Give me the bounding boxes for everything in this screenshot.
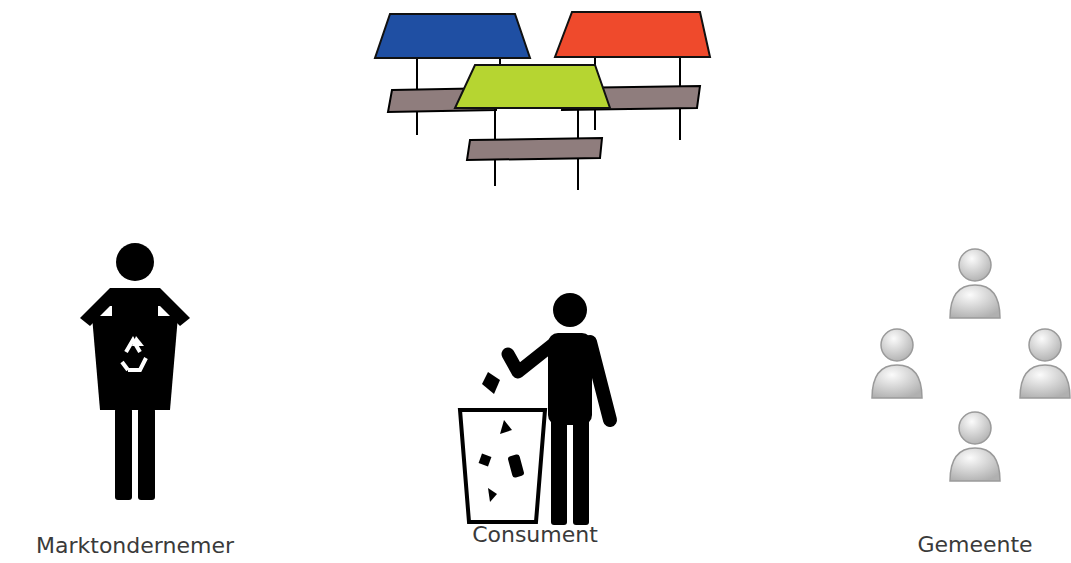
consumer-icon [460,293,610,525]
actor-node: Marktondernemer [0,532,275,560]
trader-icon [80,243,190,500]
market-stalls [375,12,710,190]
actor-node: Consument [425,521,645,549]
actor-label: Gemeente [875,531,1071,559]
actor-node: Gemeente [875,531,1071,559]
actor-label: Marktondernemer [0,532,275,560]
actor-label: Consument [425,521,645,549]
municipality-icon [872,249,1070,481]
